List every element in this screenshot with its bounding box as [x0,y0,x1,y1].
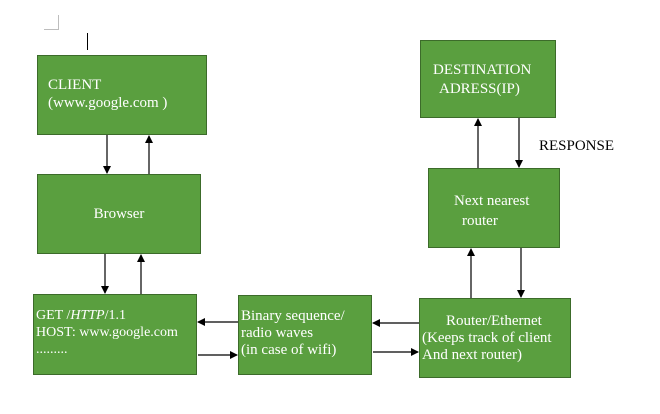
http-ellipsis-line: ......... [36,342,68,357]
client-title: CLIENT [48,77,102,93]
next-router-line2: router [462,213,498,229]
text-cursor [87,33,88,50]
browser-label: Browser [93,206,145,222]
http-host-line: HOST: www.google.com [36,325,178,340]
destination-box: DESTINATION ADRESS(IP) [420,40,556,118]
binary-sequence-box: Binary sequence/ radio waves (in case of… [238,295,372,375]
http-emph: HTTP [70,308,105,323]
binary-line1: Binary sequence/ [241,308,345,324]
router-line2: (Keeps track of client [422,330,552,346]
router-line1: Router/Ethernet [446,313,542,329]
browser-box: Browser [37,174,201,254]
router-ethernet-box: Router/Ethernet (Keeps track of client A… [419,298,571,378]
response-label: RESPONSE [539,138,615,154]
next-router-box: Next nearest router [428,168,560,248]
http-request-line: GET /HTTP/1.1 [36,308,126,323]
client-url: (www.google.com ) [48,95,168,111]
client-box: CLIENT (www.google.com ) [37,55,207,135]
next-router-line1: Next nearest [454,193,530,209]
http-request-box: GET /HTTP/1.1 HOST: www.google.com .....… [33,294,197,375]
binary-line2: radio waves [241,325,314,341]
binary-line3: (in case of wifi) [241,342,337,358]
router-line3: And next router) [422,347,522,363]
destination-line2: ADRESS(IP) [439,81,520,97]
destination-line1: DESTINATION [433,62,532,78]
crop-mark [44,15,59,30]
